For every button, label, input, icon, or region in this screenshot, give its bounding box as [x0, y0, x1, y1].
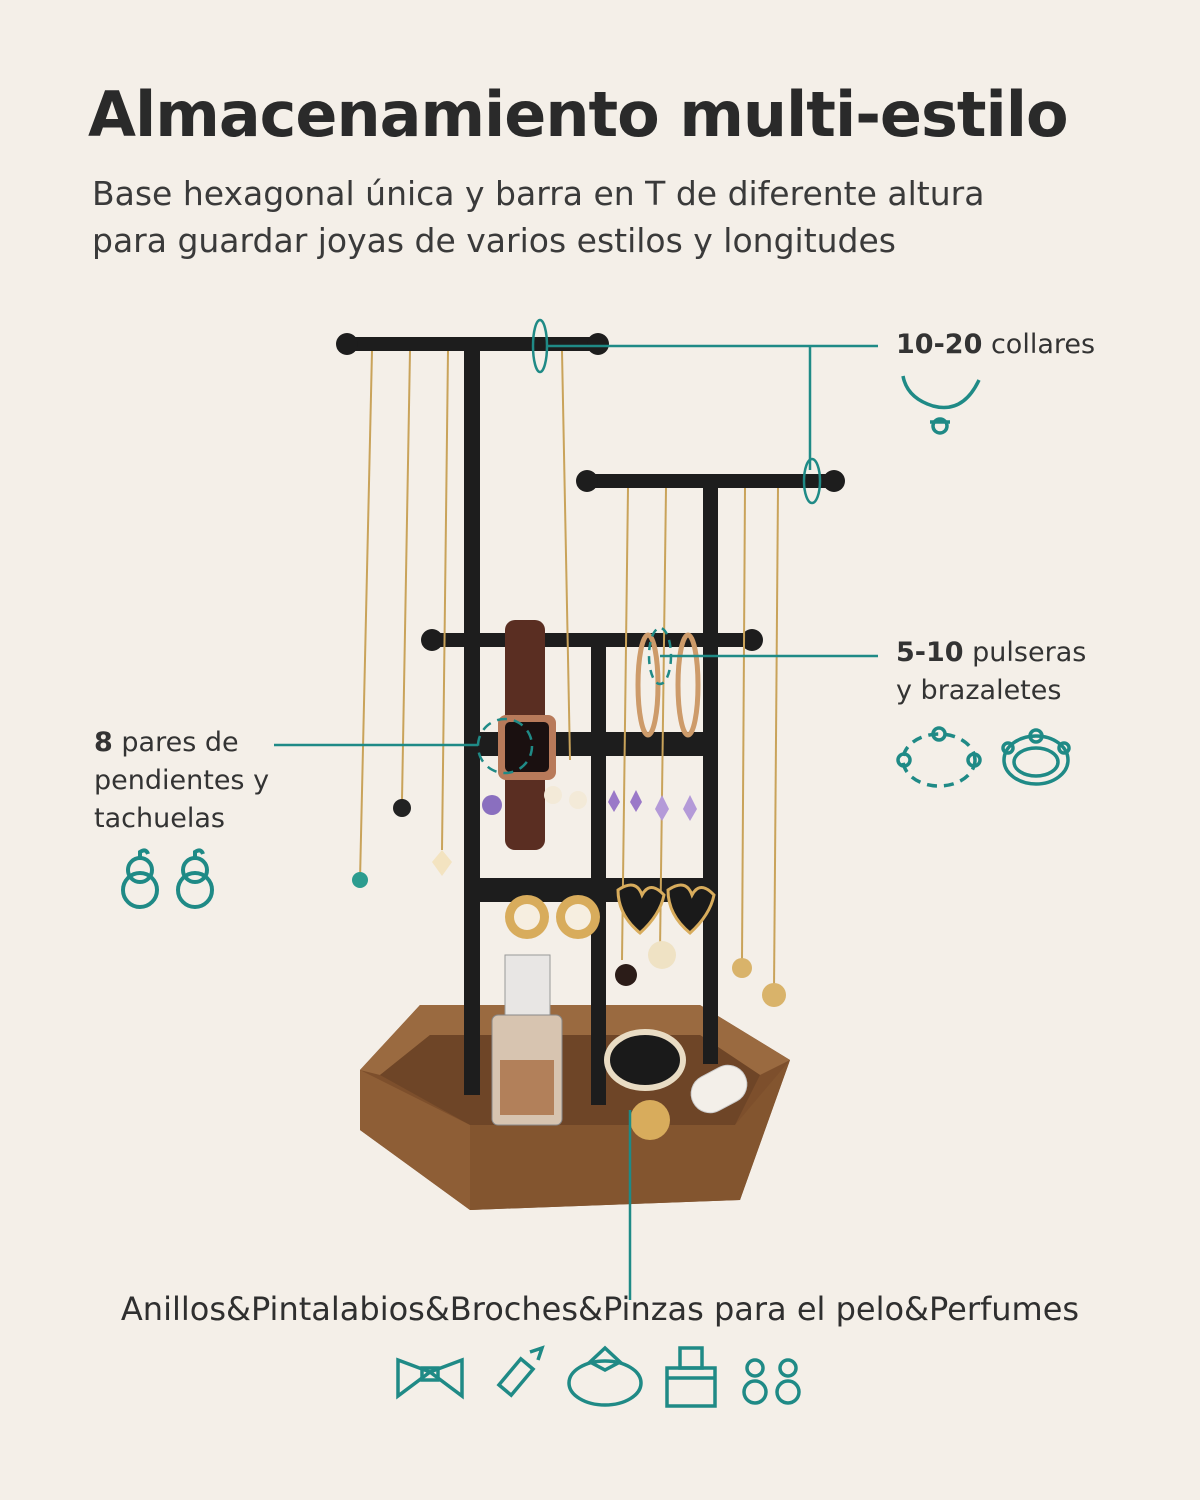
- dangle-earrings: [482, 786, 697, 821]
- bracelets-text-1: pulseras: [972, 637, 1087, 668]
- earrings-text-1: pares de: [121, 727, 239, 758]
- subtitle-line-1: Base hexagonal única y barra en T de dif…: [92, 174, 985, 213]
- bracelets-count: 5-10: [896, 637, 964, 668]
- callout-lines: [274, 318, 878, 1300]
- bracelets: [635, 632, 701, 738]
- earrings-text-2: pendientes y: [94, 765, 270, 796]
- bottom-label: Anillos&Pintalabios&Broches&Pinzas para …: [120, 1290, 1080, 1328]
- pendants: [352, 799, 786, 1007]
- stud-earrings: [505, 883, 716, 939]
- earrings-count: 8: [94, 727, 113, 758]
- necklaces-count: 10-20: [896, 329, 983, 360]
- necklaces-text: collares: [990, 329, 1096, 360]
- bracelets-callout: 5-10 pulseras y brazaletes: [896, 634, 1086, 710]
- necklaces-callout: 10-20 collares: [896, 326, 1095, 364]
- earrings-text-3: tachuelas: [94, 803, 225, 834]
- watch: [498, 620, 556, 850]
- page-subtitle: Base hexagonal única y barra en T de dif…: [92, 170, 1092, 264]
- lipstick: [690, 1064, 748, 1114]
- page-title: Almacenamiento multi-estilo: [88, 78, 1069, 151]
- bracelets-text-2: y brazaletes: [896, 675, 1062, 706]
- subtitle-line-2: para guardar joyas de varios estilos y l…: [92, 221, 896, 260]
- necklaces: [359, 350, 779, 991]
- brooch-and-ring: [604, 1029, 686, 1140]
- perfume-bottle: [491, 954, 563, 1126]
- earrings-callout: 8 pares de pendientes y tachuelas: [94, 724, 269, 838]
